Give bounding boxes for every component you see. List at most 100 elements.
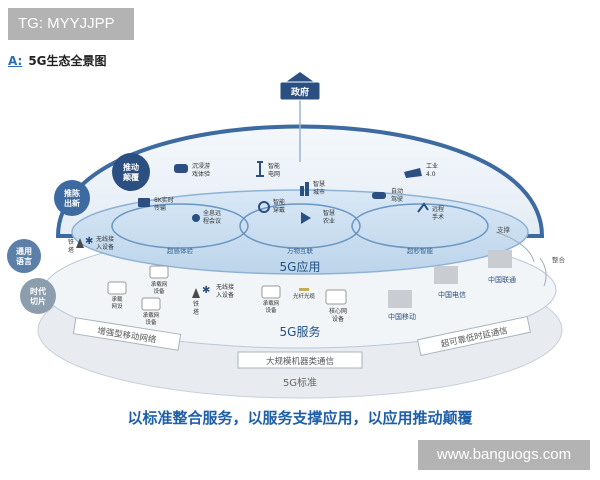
scenario-label: 大规模机器类通信: [266, 356, 335, 367]
app-item-label: 远程: [432, 205, 444, 213]
server-icon: [261, 285, 281, 299]
server-icon: [149, 265, 169, 279]
app-item-label: 8K实时: [154, 196, 174, 204]
driver-label: 出新: [64, 198, 80, 208]
building-icon: [488, 250, 512, 268]
driver-label: 时代: [30, 286, 46, 296]
app-item-label: 驾驶: [391, 195, 403, 203]
integrate-arrow: [539, 257, 547, 287]
city-icon: [300, 186, 304, 196]
service-item-label: 设备: [265, 306, 277, 314]
driver-circle: [112, 153, 150, 191]
app-item-label: 程会议: [203, 217, 221, 225]
standards-layer-label: 5G标准: [283, 377, 317, 389]
tagline: 以标准整合服务，以服务支撑应用，以应用推动颠覆: [127, 409, 473, 427]
service-item-label: 无线接: [96, 235, 114, 243]
driver-circle: [7, 239, 41, 273]
app-group-ring: [111, 203, 249, 249]
app-item: 智能 穿戴: [258, 198, 285, 214]
city-icon: [305, 182, 309, 196]
app-item-label: 传输: [154, 204, 166, 212]
app-item-label: 手术: [432, 213, 444, 221]
service-item-label: 无线接: [216, 283, 234, 291]
service-item: 承载网 设备: [261, 285, 281, 314]
app-item: 工业 4.0: [404, 162, 438, 178]
top-watermark: TG: MYYJJPP: [8, 8, 134, 40]
service-item-label: 塔: [193, 308, 199, 316]
service-item-label: 光纤光缆: [293, 292, 316, 300]
power-tower-icon: [256, 161, 264, 177]
service-item-label: 承载网: [143, 311, 160, 319]
driver-label: 推动: [123, 162, 139, 172]
operator: 中国联通: [488, 250, 516, 284]
operator-label: 中国联通: [488, 275, 516, 284]
app-item-label: 沉浸游: [192, 162, 210, 170]
services-layer-label: 5G服务: [280, 324, 321, 339]
driver-bubble: 推陈 出新: [54, 180, 90, 216]
app-item-label: 电网: [268, 170, 280, 178]
app-item-label: 智能: [273, 198, 285, 206]
car-icon: [372, 192, 386, 199]
driver-circle: [54, 180, 90, 216]
service-item-label: 网设: [111, 302, 123, 310]
app-item-label: 全息远: [203, 209, 221, 217]
camera-icon: [138, 198, 150, 207]
app-group-ring: [351, 203, 489, 249]
driver-label: 通用: [16, 246, 32, 256]
service-item-label: 塔: [68, 246, 74, 254]
heading-prefix: A:: [8, 54, 23, 68]
support-arrow: [495, 231, 535, 263]
service-item-label: 设备: [145, 318, 157, 326]
factory-icon: [404, 168, 422, 178]
robot-arm-icon: [417, 202, 429, 213]
antenna-icon: ✱: [85, 236, 93, 247]
service-item: 承载网 设备: [141, 297, 161, 326]
service-item-label: 设备: [332, 315, 344, 323]
heading-title: 5G生态全景图: [28, 54, 107, 68]
service-item-label: 承载: [111, 295, 123, 303]
app-group-ring: [239, 203, 361, 249]
service-item: 铁 塔: [192, 288, 200, 316]
fiber-icon: [299, 288, 309, 291]
service-item-label: 入设备: [96, 243, 114, 251]
driver-bubble: 通用 语言: [7, 239, 41, 273]
service-item-label: 核心网: [329, 307, 347, 315]
watch-icon: [258, 201, 270, 213]
app-item-label: 城市: [313, 188, 325, 196]
service-item-label: 承载网: [151, 280, 168, 288]
government-roof-icon: [286, 72, 314, 82]
service-item: 承载网 设备: [149, 265, 169, 295]
driver-bubble: 推动 颠覆: [112, 153, 150, 191]
building-icon: [388, 290, 412, 308]
integrate-label: 整合: [552, 255, 566, 264]
app-group-label: 万物互联: [287, 246, 314, 255]
app-item: 智能 电网: [256, 161, 280, 178]
service-item-label: 设备: [153, 287, 165, 295]
tower-icon: [76, 238, 84, 248]
service-item: 光纤光缆: [293, 288, 316, 300]
service-item: 铁 塔: [68, 238, 84, 254]
operator: 中国电信: [434, 266, 466, 299]
gamepad-icon: [174, 164, 188, 173]
drone-icon: [301, 212, 311, 224]
app-item-label: 智慧: [313, 180, 325, 188]
antenna-icon: ✱: [202, 285, 210, 296]
app-item: 全息远 程会议: [192, 209, 221, 225]
app-item-label: 穿戴: [273, 206, 285, 214]
app-item: 沉浸游 戏体验: [174, 162, 210, 178]
app-item: 智慧 农业: [301, 209, 335, 225]
app-item-label: 戏体验: [192, 170, 210, 178]
app-group-label: 超感体验: [167, 246, 194, 255]
service-item: 承载 网设: [107, 281, 127, 310]
support-label: 支撑: [497, 225, 511, 234]
government-node: 政府: [279, 72, 321, 101]
service-item-label: 铁: [193, 300, 199, 308]
driver-label: 推陈: [64, 188, 80, 198]
diagram-heading: A: 5G生态全景图: [8, 52, 107, 69]
service-item: 核心网 设备: [325, 289, 347, 323]
app-group-label: 超秒智能: [407, 246, 434, 255]
driver-label: 颠覆: [122, 172, 140, 182]
applications-layer-label: 5G应用: [280, 259, 321, 274]
app-item: 智慧 城市: [300, 180, 325, 196]
